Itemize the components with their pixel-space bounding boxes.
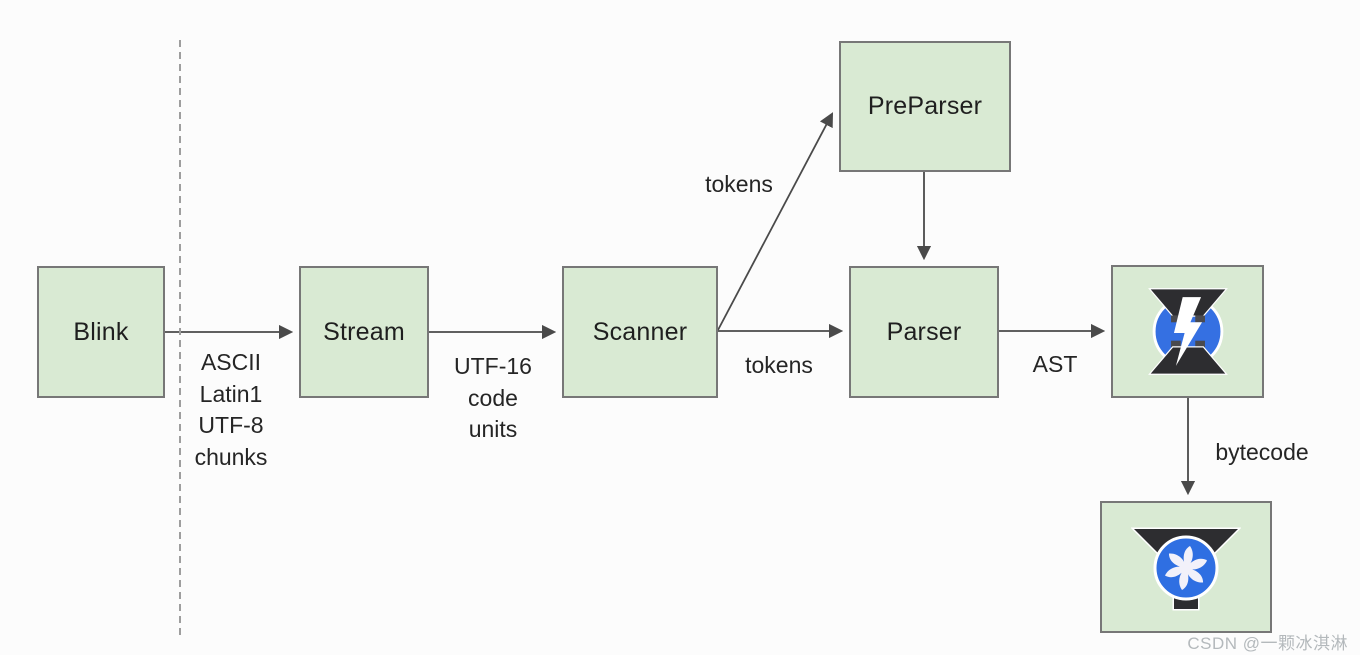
ignition-hourglass-lightning-icon [1147, 288, 1228, 375]
node-scanner-label: Scanner [592, 317, 688, 346]
node-scanner: Scanner [562, 266, 718, 398]
node-preparser: PreParser [839, 41, 1011, 172]
node-ignition [1111, 265, 1264, 398]
node-preparser-label: PreParser [867, 92, 983, 120]
node-blink: Blink [37, 266, 165, 398]
edge-label-tokens-lower: tokens [745, 352, 813, 378]
edge-label-ast: AST [1032, 351, 1078, 377]
edge-label-encoding-line: ASCII [200, 349, 262, 375]
edge-label-bytecode: bytecode [1215, 439, 1309, 465]
turbofan-fan-icon [1131, 527, 1241, 611]
edge-label-utf16-line: units [468, 416, 518, 442]
arrow-scanner-to-preparser [717, 112, 834, 331]
process-boundary-dashed-line [179, 40, 181, 638]
node-blink-label: Blink [73, 317, 129, 346]
edge-label-utf16-line: UTF-16 [454, 353, 532, 379]
node-stream-label: Stream [323, 317, 405, 346]
edge-label-encoding: ASCII Latin1 UTF-8 chunks [195, 347, 268, 473]
edge-label-encoding-line: chunks [194, 443, 268, 470]
csdn-watermark: CSDN @一颗冰淇淋 [1187, 634, 1348, 653]
node-parser-label: Parser [886, 317, 962, 346]
edge-label-utf16: UTF-16 code units [454, 351, 532, 446]
edge-label-utf16-line: code [468, 384, 518, 411]
edge-label-encoding-line: Latin1 [199, 380, 263, 407]
edge-label-tokens-upper: tokens [705, 171, 773, 197]
node-parser: Parser [849, 266, 999, 398]
edge-label-encoding-line: UTF-8 [198, 412, 264, 438]
node-turbofan [1100, 501, 1272, 633]
node-stream: Stream [299, 266, 429, 398]
